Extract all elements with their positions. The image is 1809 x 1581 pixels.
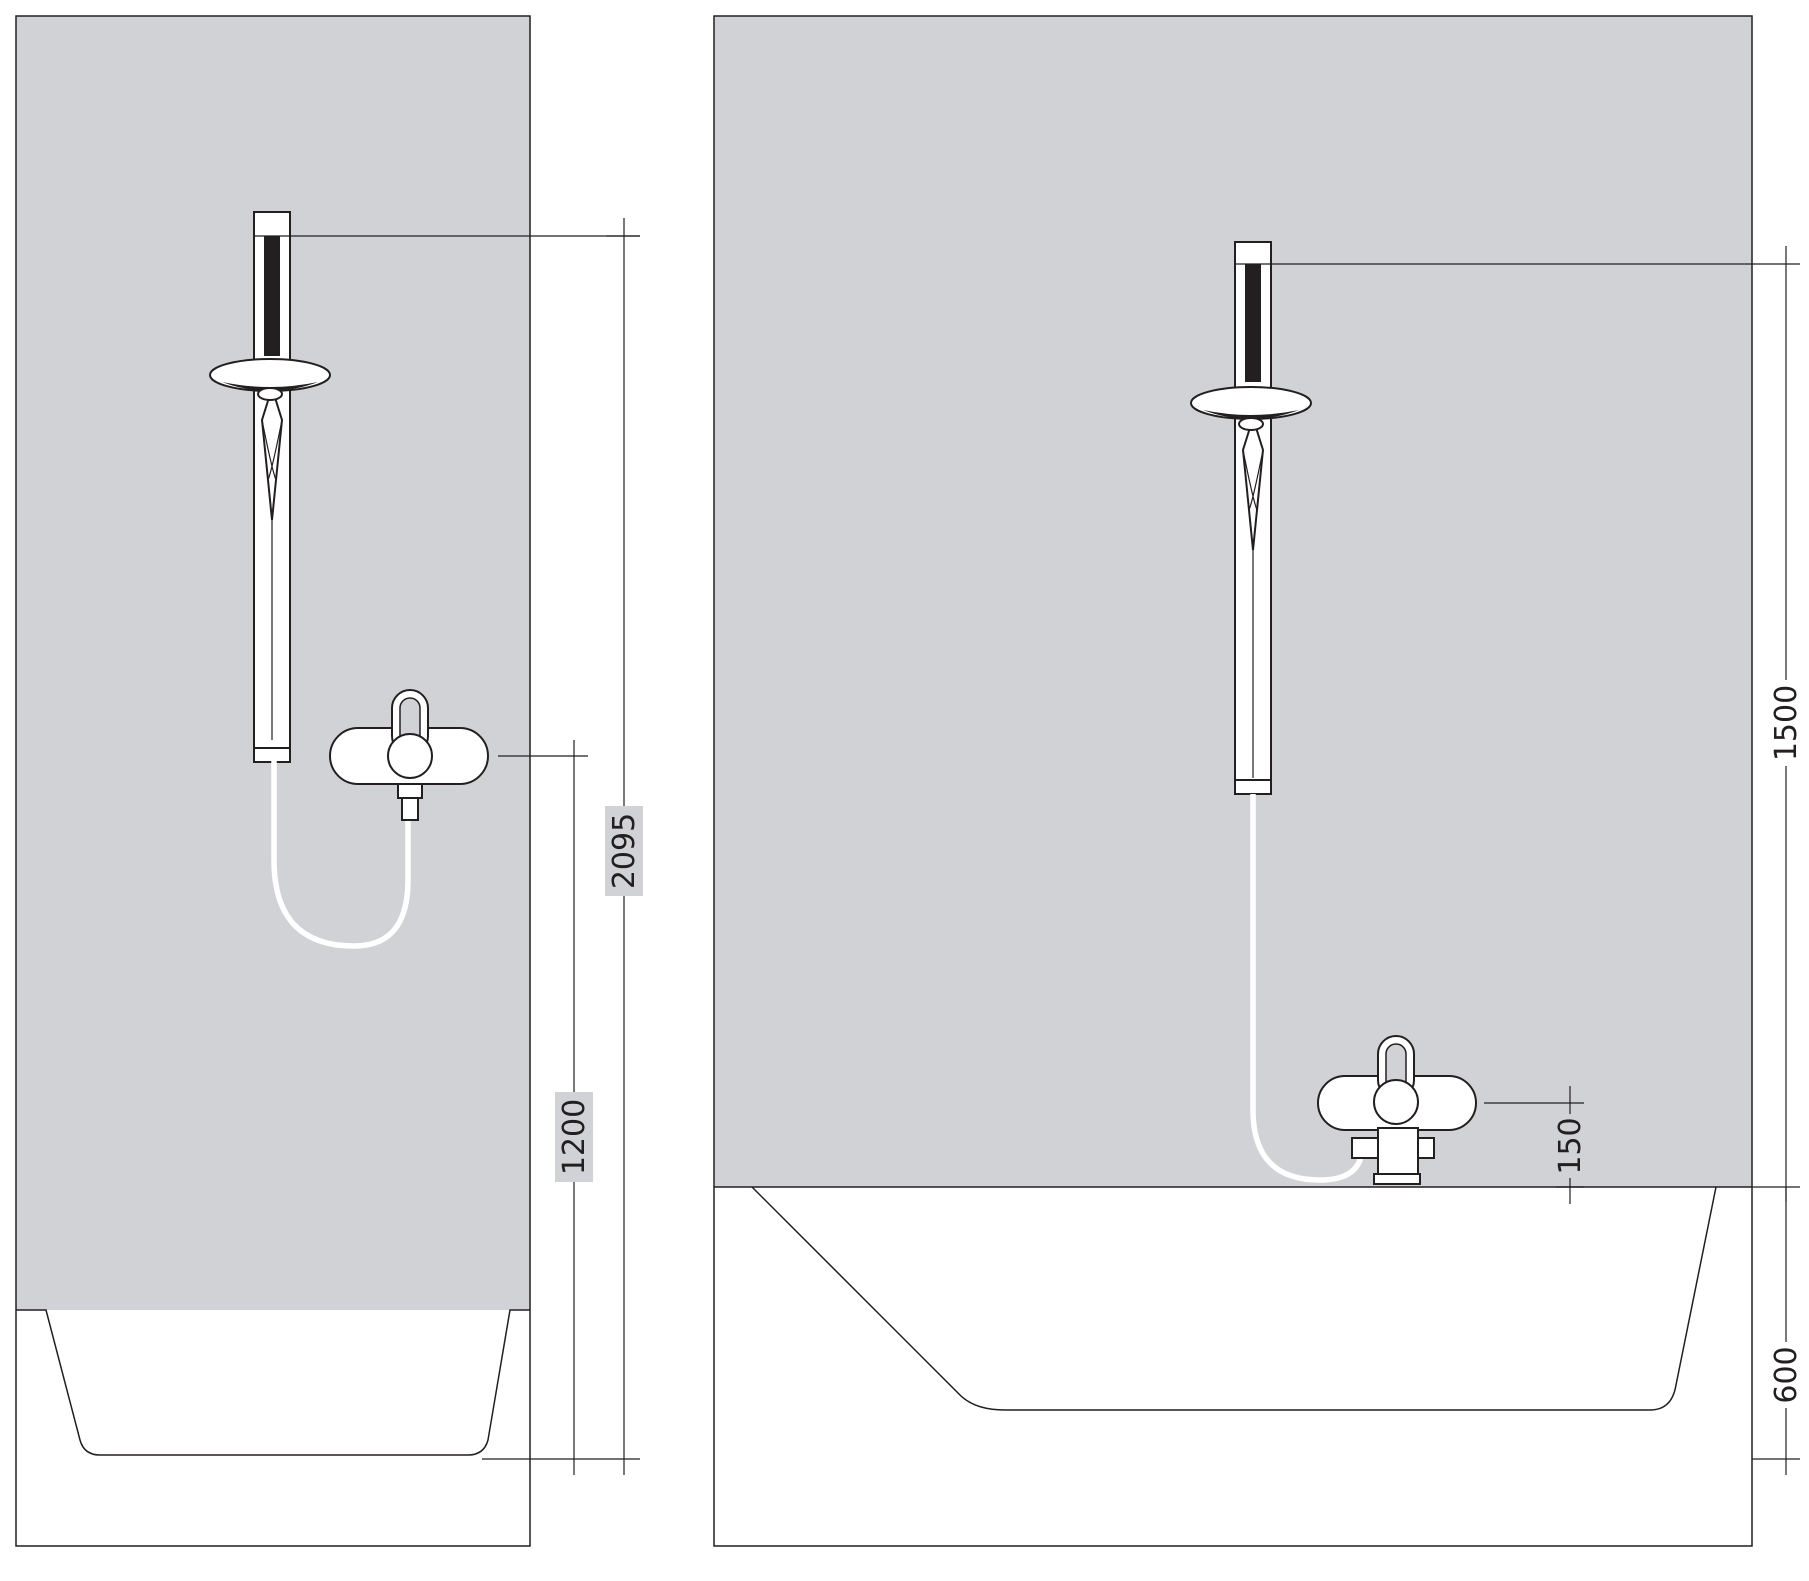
dimension-150: 150	[1484, 1086, 1589, 1204]
bath-mixer	[1317, 1035, 1477, 1185]
bath-frame	[713, 15, 1753, 1547]
bath-wall	[714, 16, 1752, 1187]
shower-floor-area	[16, 1310, 530, 1546]
dimension-1500: 1500	[1271, 246, 1805, 1202]
dimension-label: 600	[1769, 1346, 1804, 1403]
bathtub	[751, 1186, 1717, 1411]
dimension-label: 1500	[1769, 685, 1804, 761]
dimension-label: 1200	[557, 1099, 592, 1175]
shower-view: 2095 1200	[15, 15, 643, 1547]
dimension-2095: 2095	[290, 218, 643, 1475]
bath-view: 1500 150 600	[713, 15, 1805, 1547]
dimension-1200: 1200	[498, 740, 593, 1475]
dimension-label: 2095	[607, 813, 642, 889]
hand-shower	[209, 358, 331, 521]
dimension-600: 600	[1752, 1187, 1805, 1475]
shower-mixer	[329, 689, 489, 821]
bath-floor-area	[714, 1187, 1752, 1546]
shower-hose-inner	[271, 760, 411, 949]
dimension-label: 150	[1553, 1117, 1588, 1174]
bath-hose-inner	[1250, 794, 1365, 1183]
shower-tray	[16, 1309, 530, 1456]
bath-hand-shower	[1190, 386, 1312, 551]
shower-frame	[15, 15, 531, 1547]
